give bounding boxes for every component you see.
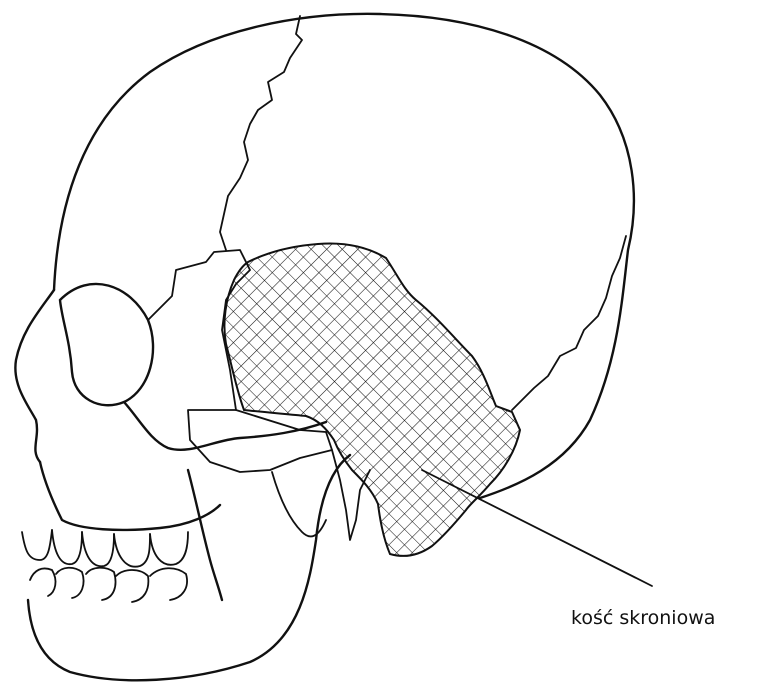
orbit-outline [60,284,153,405]
lambdoid-suture [512,236,626,410]
frontal-lower-outline [15,290,54,462]
lower-teeth [30,568,187,602]
upper-teeth [22,530,188,567]
label-leader-line [422,470,652,586]
zygomatic-arch [188,410,332,472]
coronal-suture [220,16,302,250]
temporal-bone-region [224,244,520,556]
label-temporal-bone: kość skroniowa [571,607,715,629]
mandible-outline [28,455,350,680]
maxilla-outline [40,462,220,530]
mandible-ramus [188,470,222,600]
